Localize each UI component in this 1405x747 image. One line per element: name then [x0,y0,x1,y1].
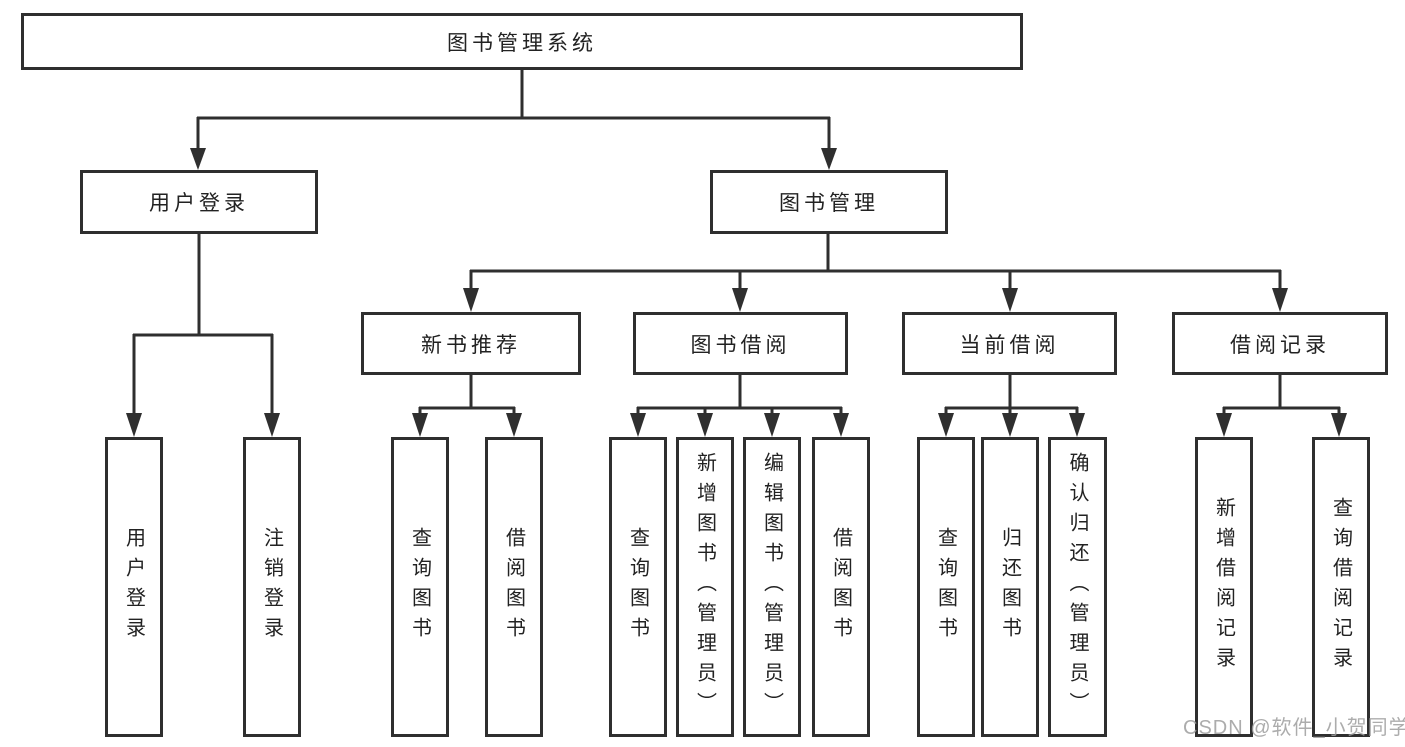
leaf-logout: 注销登录 [243,437,301,737]
leaf-borrow-books-recommend: 借阅图书 [485,437,543,737]
leaf-user-login: 用户登录 [105,437,163,737]
node-root: 图书管理系统 [21,13,1023,70]
node-borrowing-records: 借阅记录 [1172,312,1388,375]
connector-user-login-to-leaves [126,234,280,437]
leaf-query-books-current: 查询图书 [917,437,975,737]
connector-new-book-recommend-to-leaves [412,375,522,437]
leaf-edit-book-admin: 编辑图书（管理员） [743,437,801,737]
node-new-book-recommend: 新书推荐 [361,312,581,375]
connector-book-borrowing-to-leaves [630,375,849,437]
connector-root-to-level2 [190,70,837,170]
leaf-add-book-admin: 新增图书（管理员） [676,437,734,737]
connector-book-management-to-level3 [463,234,1288,312]
node-book-borrowing: 图书借阅 [633,312,848,375]
node-current-borrowing: 当前借阅 [902,312,1117,375]
connector-current-borrowing-to-leaves [938,375,1085,437]
leaf-query-borrow-record: 查询借阅记录 [1312,437,1370,737]
leaf-query-books-borrowing: 查询图书 [609,437,667,737]
leaf-query-books-recommend: 查询图书 [391,437,449,737]
leaf-confirm-return-admin: 确认归还（管理员） [1048,437,1107,737]
watermark: CSDN @软件_小贺同学 [1183,717,1405,739]
leaf-borrow-books-borrowing: 借阅图书 [812,437,870,737]
leaf-return-books: 归还图书 [981,437,1039,737]
node-book-management: 图书管理 [710,170,948,234]
node-user-login: 用户登录 [80,170,318,234]
connector-borrowing-records-to-leaves [1216,375,1347,437]
leaf-add-borrow-record: 新增借阅记录 [1195,437,1253,737]
